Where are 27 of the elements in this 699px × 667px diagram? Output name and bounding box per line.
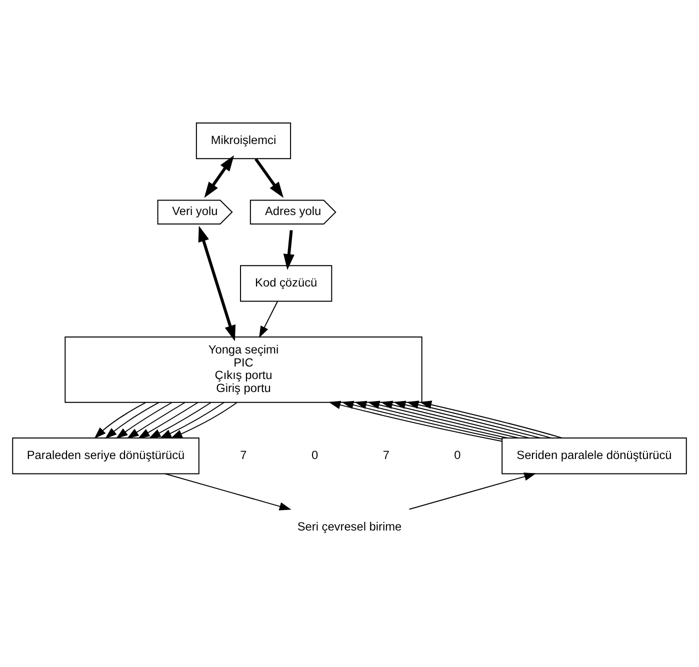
label: 0 xyxy=(312,447,318,462)
arrow xyxy=(254,158,284,198)
arrow xyxy=(116,402,172,438)
node-box: Mikroişlemci xyxy=(196,122,292,159)
arrow xyxy=(94,402,146,438)
arrow xyxy=(164,472,292,510)
arrow xyxy=(406,400,552,438)
arrow xyxy=(138,402,198,438)
arrow xyxy=(259,300,278,338)
arrow xyxy=(104,402,160,438)
arrow xyxy=(420,400,563,438)
label: 0 xyxy=(454,447,461,462)
label: 7 xyxy=(240,447,247,462)
arrow xyxy=(283,230,294,270)
node-box: Yonga seçimi PIC Çıkış portu Giriş portu xyxy=(64,336,422,402)
arrow xyxy=(148,402,212,438)
arrow xyxy=(204,154,234,198)
arrow xyxy=(159,402,224,438)
node-box: Seriden paralele dönüştürücü xyxy=(502,437,687,474)
node-box: Kod çözücü xyxy=(240,264,332,302)
arrow xyxy=(408,472,536,510)
arrow xyxy=(198,225,236,341)
arrow xyxy=(126,402,186,438)
node-text: Seri çevresel birime xyxy=(297,518,402,533)
node-box: Paraleden seriye dönüştürücü xyxy=(12,437,200,474)
arrow xyxy=(170,402,238,438)
label: 7 xyxy=(382,447,390,462)
